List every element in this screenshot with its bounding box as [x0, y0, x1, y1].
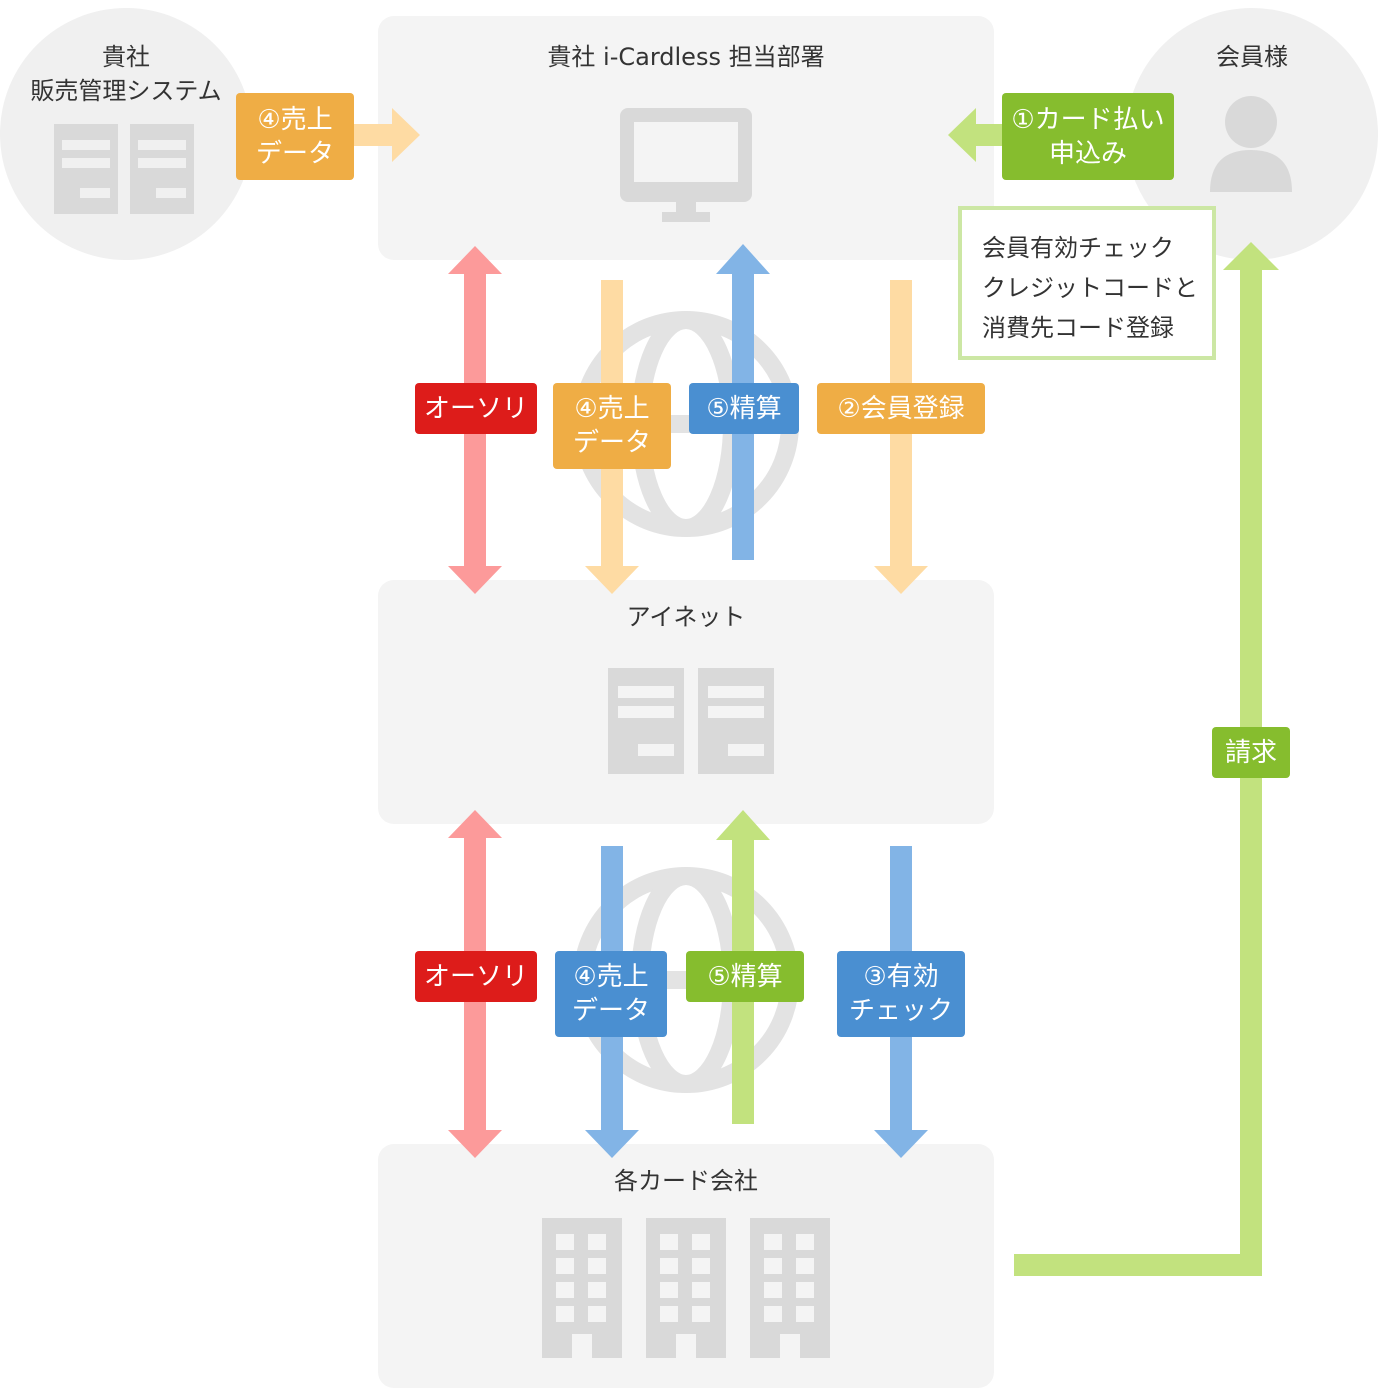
upper-member-registration-label: ②会員登録	[817, 383, 985, 434]
building-icon	[542, 1218, 830, 1358]
card-companies-title: 各カード会社	[614, 1167, 758, 1195]
upper-member-registration-arrow	[874, 280, 928, 594]
lower-authorization-label: オーソリ	[415, 951, 537, 1002]
client-department-title: 貴社 i-Cardless 担当部署	[547, 43, 825, 71]
inet-panel	[378, 580, 994, 824]
upper-authorization-label: オーソリ	[415, 383, 537, 434]
lower-settlement-label: ⑤精算	[686, 951, 804, 1002]
server-icon	[54, 124, 194, 214]
client-sales-system-title: 貴社 販売管理システム	[30, 43, 222, 105]
billing-label: 請求	[1212, 727, 1290, 778]
monitor-icon	[620, 108, 752, 222]
upper-sales-data-label: ④売上 データ	[553, 383, 671, 469]
application-arrow	[948, 108, 1004, 162]
member-title: 会員様	[1216, 43, 1288, 71]
sales-data-label: ④売上 データ	[236, 93, 354, 180]
upper-settlement-label: ⑤精算	[689, 383, 799, 434]
lower-sales-data-label: ④売上 データ	[555, 951, 667, 1037]
inet-title: アイネット	[626, 603, 746, 631]
sales-data-arrow	[354, 108, 420, 162]
person-icon	[1210, 96, 1292, 192]
member-check-note: 会員有効チェック クレジットコードと 消費先コード登録	[958, 206, 1216, 360]
server-icon	[608, 668, 774, 774]
lower-validity-check-label: ③有効 チェック	[837, 951, 965, 1037]
client-sales-system-circle	[0, 8, 252, 260]
card-payment-application-label: ①カード払い 申込み	[1002, 93, 1174, 180]
